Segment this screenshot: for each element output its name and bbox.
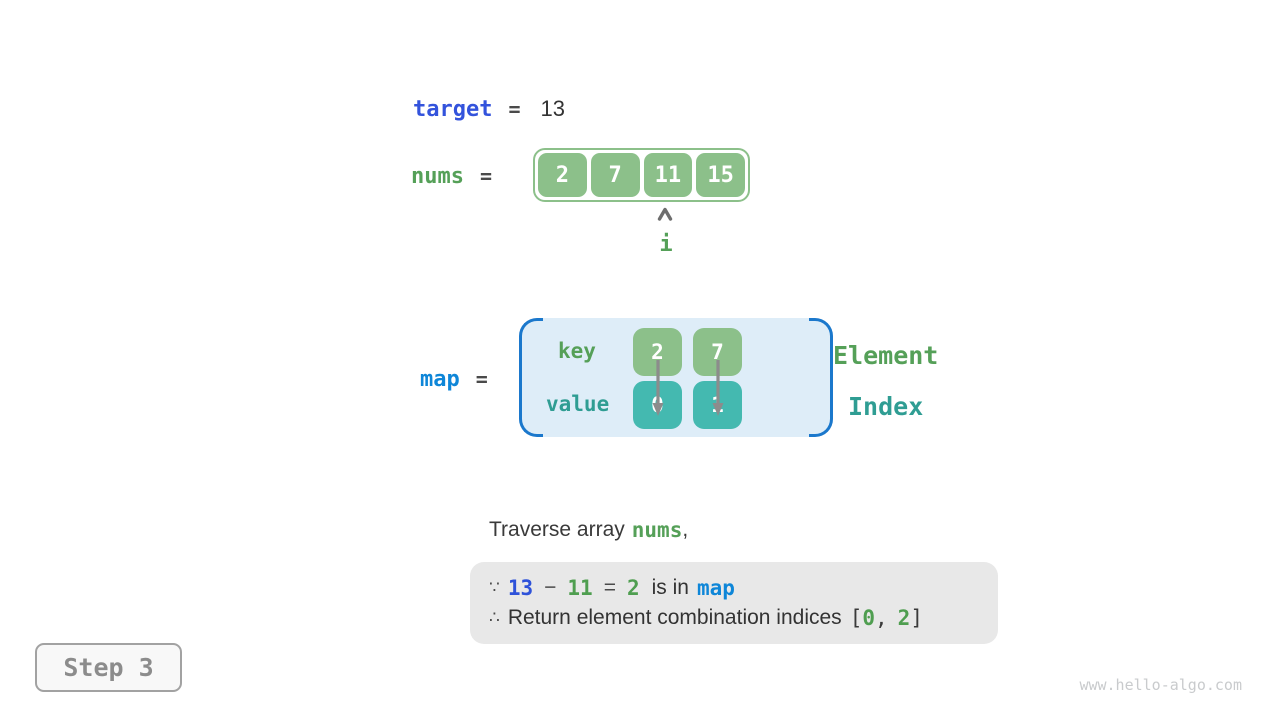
- caption-comma: ,: [682, 518, 689, 541]
- result-map-code: map: [696, 576, 735, 600]
- result-target-value: 13: [507, 576, 534, 600]
- minus-sign: −: [544, 576, 557, 599]
- target-value: 13: [540, 96, 566, 121]
- result-line-2-text: Return element combination indices: [507, 606, 842, 629]
- index-pointer-label: i: [659, 232, 673, 257]
- map-container: key value 2 7 0 1: [519, 318, 833, 437]
- nums-row: nums =: [411, 162, 492, 190]
- result-line-2: ∴ Return element combination indices [ 0…: [489, 603, 998, 633]
- caption-nums-code: nums: [631, 518, 683, 542]
- because-symbol: ∵: [489, 578, 500, 597]
- nums-cell-0: 2: [538, 153, 587, 197]
- down-arrow-icon: [652, 360, 664, 416]
- map-equals-sign: =: [475, 367, 488, 391]
- result-index-2: 2: [897, 606, 911, 630]
- result-comma: ,: [875, 606, 888, 630]
- result-line-1: ∵ 13 − 11 = 2 is in map: [489, 573, 998, 603]
- target-variable: target: [413, 96, 493, 122]
- right-bracket: [809, 318, 833, 437]
- element-label: Element: [833, 341, 939, 370]
- left-bracket: [519, 318, 543, 437]
- map-row: map =: [420, 365, 488, 393]
- value-label: value: [546, 392, 610, 416]
- nums-equals-sign: =: [479, 164, 493, 188]
- step-badge: Step 3: [35, 643, 182, 692]
- therefore-symbol: ∴: [489, 608, 500, 627]
- result-equals-sign: =: [603, 576, 616, 599]
- target-equals-sign: =: [508, 97, 521, 121]
- map-variable: map: [420, 366, 460, 392]
- index-label: Index: [848, 392, 924, 421]
- caption: Traverse array nums ,: [489, 517, 688, 543]
- watermark: www.hello-algo.com: [1079, 676, 1242, 694]
- nums-cell-1: 7: [590, 153, 640, 197]
- up-arrow-icon: [657, 207, 673, 221]
- caption-text: Traverse array: [489, 518, 625, 541]
- result-difference: 2: [626, 576, 640, 600]
- result-box: ∵ 13 − 11 = 2 is in map ∴ Return element…: [470, 562, 998, 644]
- down-arrow-icon: [712, 360, 724, 416]
- result-index-0: 0: [862, 606, 875, 630]
- result-line-1-text: is in: [651, 576, 689, 599]
- close-bracket: ]: [910, 606, 923, 630]
- nums-cell-3: 15: [696, 153, 745, 197]
- step-badge-label: Step 3: [63, 653, 154, 682]
- key-label: key: [558, 339, 596, 363]
- nums-variable: nums: [411, 163, 464, 189]
- nums-cell-2: 11: [643, 153, 693, 197]
- nums-array: 2 7 11 15: [533, 148, 750, 202]
- result-current-value: 11: [567, 576, 593, 600]
- target-row: target = 13: [413, 95, 565, 123]
- open-bracket: [: [849, 606, 863, 630]
